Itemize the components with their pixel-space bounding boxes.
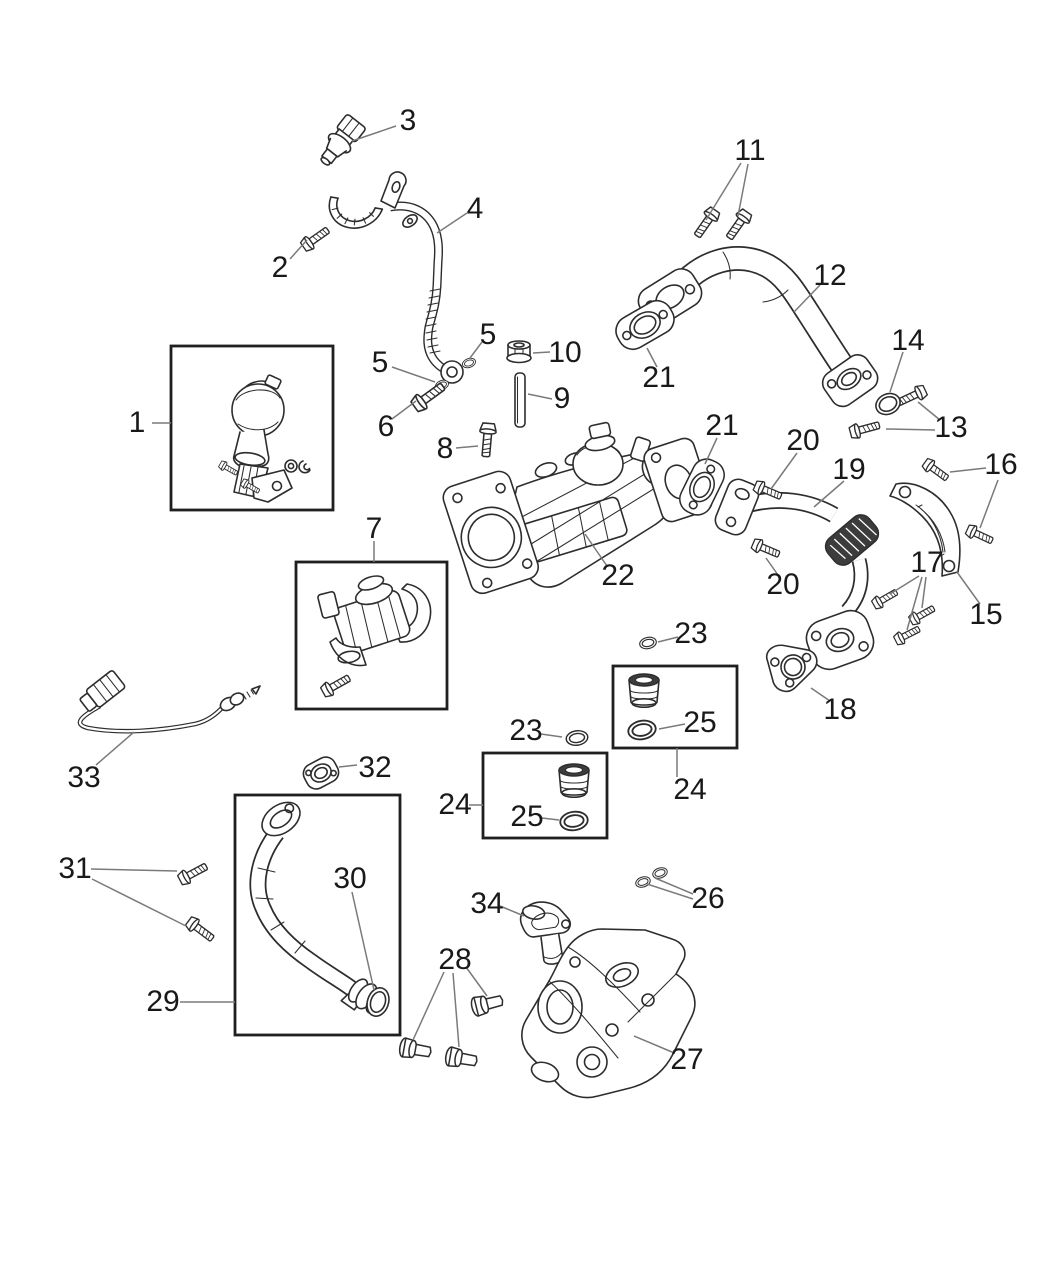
callout-2: 2 <box>271 251 289 284</box>
part-33-temp-sensor <box>77 670 261 734</box>
kit-boxes <box>169 344 739 1037</box>
part-24-kit-left <box>558 763 590 833</box>
callout-10: 10 <box>548 336 582 369</box>
part-6-banjo-bolt <box>408 378 449 415</box>
callout-14: 14 <box>891 324 925 357</box>
callout-15: 15 <box>969 598 1003 631</box>
box-part-1 <box>169 344 335 512</box>
part-14-oring <box>875 392 901 416</box>
part-20-bolt-lower <box>749 536 783 562</box>
callout-24-left: 24 <box>438 788 472 821</box>
part-4-tube <box>328 171 464 384</box>
part-15-brace <box>889 482 961 577</box>
box-part-24-right <box>611 664 739 750</box>
callout-9: 9 <box>553 382 571 415</box>
part-29-hose-kit <box>249 801 386 1015</box>
callout-28: 28 <box>438 943 472 976</box>
part-31-bolts <box>175 859 218 946</box>
box-part-29 <box>233 793 402 1037</box>
part-8-bolt <box>476 421 498 459</box>
callout-20-upper: 20 <box>786 424 820 457</box>
leader-lines <box>90 125 999 1053</box>
callout-3: 3 <box>399 104 417 137</box>
box-part-7 <box>294 560 449 711</box>
part-3-sensor <box>320 114 366 166</box>
callout-19: 19 <box>832 453 866 486</box>
callout-5-lower: 5 <box>371 346 389 379</box>
part-5-oring-upper <box>460 356 478 370</box>
part-18-gasket <box>766 644 818 693</box>
callout-1: 1 <box>128 406 146 439</box>
part-23-oring-upper <box>638 635 658 651</box>
part-28-bolts <box>397 990 506 1072</box>
callout-21-upper: 21 <box>642 361 676 394</box>
callout-22: 22 <box>601 559 635 592</box>
callout-16: 16 <box>984 448 1018 481</box>
part-2-bolt <box>298 223 333 254</box>
part-27-adapter-bracket <box>521 928 696 1099</box>
callout-21-lower: 21 <box>705 409 739 442</box>
callout-32: 32 <box>358 751 392 784</box>
callout-4: 4 <box>466 192 484 225</box>
callout-17: 17 <box>910 546 944 579</box>
callout-34: 34 <box>470 887 504 920</box>
part-22-egr-cooler <box>442 421 713 595</box>
callout-23-upper: 23 <box>674 617 708 650</box>
callout-33: 33 <box>67 761 101 794</box>
callout-23-lower: 23 <box>509 714 543 747</box>
callout-25-right: 25 <box>683 706 717 739</box>
callout-25-left: 25 <box>510 800 544 833</box>
part-1-egr-vacuum-valve-kit <box>217 374 311 503</box>
callout-12: 12 <box>813 259 847 292</box>
callout-31: 31 <box>58 852 92 885</box>
callout-29: 29 <box>146 985 180 1018</box>
callout-30: 30 <box>333 862 367 895</box>
part-17-bolts <box>869 585 938 648</box>
part-32-seal <box>302 756 340 790</box>
callout-27: 27 <box>670 1043 704 1076</box>
part-12-crossover-pipe <box>637 246 879 408</box>
part-10-nut <box>506 340 532 364</box>
callout-18: 18 <box>823 693 857 726</box>
callout-26: 26 <box>691 882 725 915</box>
callout-8: 8 <box>436 432 454 465</box>
callout-5-upper: 5 <box>479 318 497 351</box>
part-11-bolts <box>690 204 755 244</box>
callout-7: 7 <box>365 512 383 545</box>
callout-13: 13 <box>934 411 968 444</box>
part-30-oring <box>366 987 390 1017</box>
part-9-tube-spacer <box>514 372 526 428</box>
callout-24-right: 24 <box>673 773 707 806</box>
part-23-oring-lower <box>564 728 590 748</box>
callout-20-lower: 20 <box>766 568 800 601</box>
box-part-24-left <box>481 751 609 840</box>
part-7-egr-valve-kit <box>317 575 432 700</box>
callout-6: 6 <box>377 410 395 443</box>
part-19-egr-pipe <box>714 478 880 671</box>
callout-11: 11 <box>734 134 766 167</box>
part-24-kit-right <box>625 673 660 743</box>
